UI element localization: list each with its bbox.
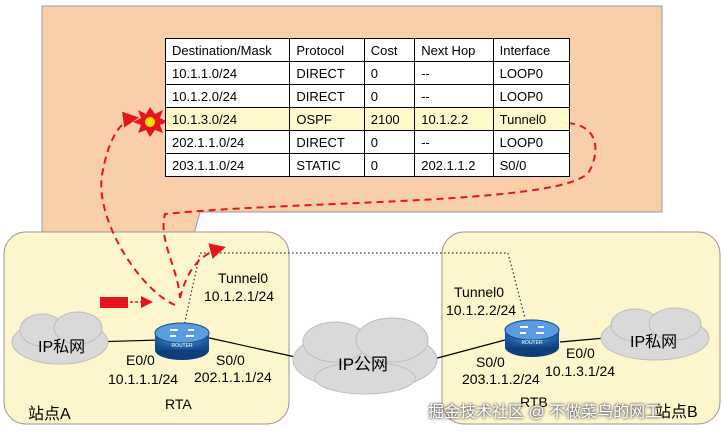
header-destination: Destination/Mask: [164, 38, 291, 62]
rtb-s0-ip: 203.1.1.2/24: [462, 371, 540, 387]
cell-protocol: STATIC: [289, 153, 365, 177]
cell-cost: 0: [363, 130, 416, 154]
cell-destination: 203.1.1.0/24: [164, 153, 291, 177]
cell-destination: 10.1.3.0/24: [164, 107, 291, 131]
rtb-lan-link: [559, 337, 606, 343]
site-a-cloud-label: IP私网: [38, 339, 86, 356]
lookup-path: [100, 111, 176, 306]
header-protocol: Protocol: [289, 38, 365, 62]
table-row: 10.1.1.0/24 DIRECT 0 -- LOOP0: [164, 61, 571, 85]
cell-protocol: DIRECT: [289, 130, 365, 154]
cell-next-hop: 202.1.1.2: [414, 153, 494, 177]
site-a-label: 站点A: [28, 406, 71, 423]
table-row: 202.1.1.0/24 DIRECT 0 -- LOOP0: [164, 130, 571, 154]
rtb-tunnel-ip: 10.1.2.2/24: [446, 302, 517, 318]
header-cost: Cost: [363, 38, 416, 62]
cell-next-hop: --: [414, 130, 494, 154]
rta-router-badge: ROUTER: [171, 343, 193, 349]
cell-next-hop: --: [414, 84, 494, 108]
rta-e0-ip: 10.1.1.1/24: [108, 371, 179, 387]
rta-label: RTA: [165, 396, 192, 412]
rta-tunnel-name: Tunnel0: [218, 270, 269, 286]
rtb-label: RTB: [520, 394, 548, 410]
cell-protocol: DIRECT: [289, 61, 365, 85]
rtb-tunnel-name: Tunnel0: [454, 284, 505, 300]
return-path: [162, 121, 597, 299]
rta-s0-ip: 202.1.1.1/24: [194, 369, 272, 385]
rtb-e0-name: E0/0: [566, 345, 595, 361]
cell-interface: LOOP0: [492, 61, 571, 85]
rta-public-link: [204, 336, 301, 359]
public-cloud-label: IP公网: [338, 355, 389, 374]
watermark: 掘金技术社区 @ 不做菜鸟的网工: [428, 404, 662, 421]
routing-table-header: Destination/Mask Protocol Cost Next Hop …: [164, 38, 571, 62]
site-b-label: 站点B: [655, 404, 698, 421]
site-a-panel: [3, 231, 290, 425]
header-next-hop: Next Hop: [414, 38, 494, 62]
public-rtb-link: [429, 339, 506, 361]
cell-protocol: DIRECT: [289, 84, 365, 108]
routing-table: Destination/Mask Protocol Cost Next Hop …: [164, 38, 571, 177]
cell-destination: 10.1.1.0/24: [164, 61, 291, 85]
rtb-s0-name: S0/0: [476, 354, 505, 370]
cell-next-hop: --: [414, 61, 494, 85]
cell-cost: 0: [363, 61, 416, 85]
cell-cost: 2100: [363, 107, 416, 131]
cell-interface: LOOP0: [492, 84, 571, 108]
cell-cost: 0: [363, 153, 416, 177]
cell-protocol: OSPF: [289, 107, 365, 131]
cell-interface: S0/0: [492, 153, 571, 177]
header-interface: Interface: [492, 38, 571, 62]
site-a-cloud: [11, 311, 109, 365]
cell-interface: LOOP0: [492, 130, 571, 154]
cell-interface: Tunnel0: [492, 107, 571, 131]
cell-destination: 10.1.2.0/24: [164, 84, 291, 108]
rta-s0-name: S0/0: [216, 352, 245, 368]
packet-icon: [100, 297, 128, 308]
table-row: 10.1.2.0/24 DIRECT 0 -- LOOP0: [164, 84, 571, 108]
cell-cost: 0: [363, 84, 416, 108]
table-row-highlighted: 10.1.3.0/24 OSPF 2100 10.1.2.2 Tunnel0: [164, 107, 571, 131]
table-row: 203.1.1.0/24 STATIC 0 202.1.1.2 S0/0: [164, 153, 571, 177]
cell-next-hop: 10.1.2.2: [414, 107, 494, 131]
site-b-cloud-label: IP私网: [630, 334, 678, 351]
site-b-panel: [441, 231, 721, 425]
cell-destination: 202.1.1.0/24: [164, 130, 291, 154]
public-cloud: [292, 317, 438, 395]
rta-router-icon: [154, 322, 210, 360]
site-b-cloud: [600, 307, 710, 361]
rta-tunnel-ip: 10.1.2.1/24: [204, 288, 275, 304]
exit-arrow: [179, 243, 226, 299]
rtb-router-badge: ROUTER: [521, 340, 543, 346]
rtb-router-icon: [504, 319, 560, 357]
rta-e0-name: E0/0: [126, 352, 155, 368]
rtb-e0-ip: 10.1.3.1/24: [545, 363, 616, 379]
